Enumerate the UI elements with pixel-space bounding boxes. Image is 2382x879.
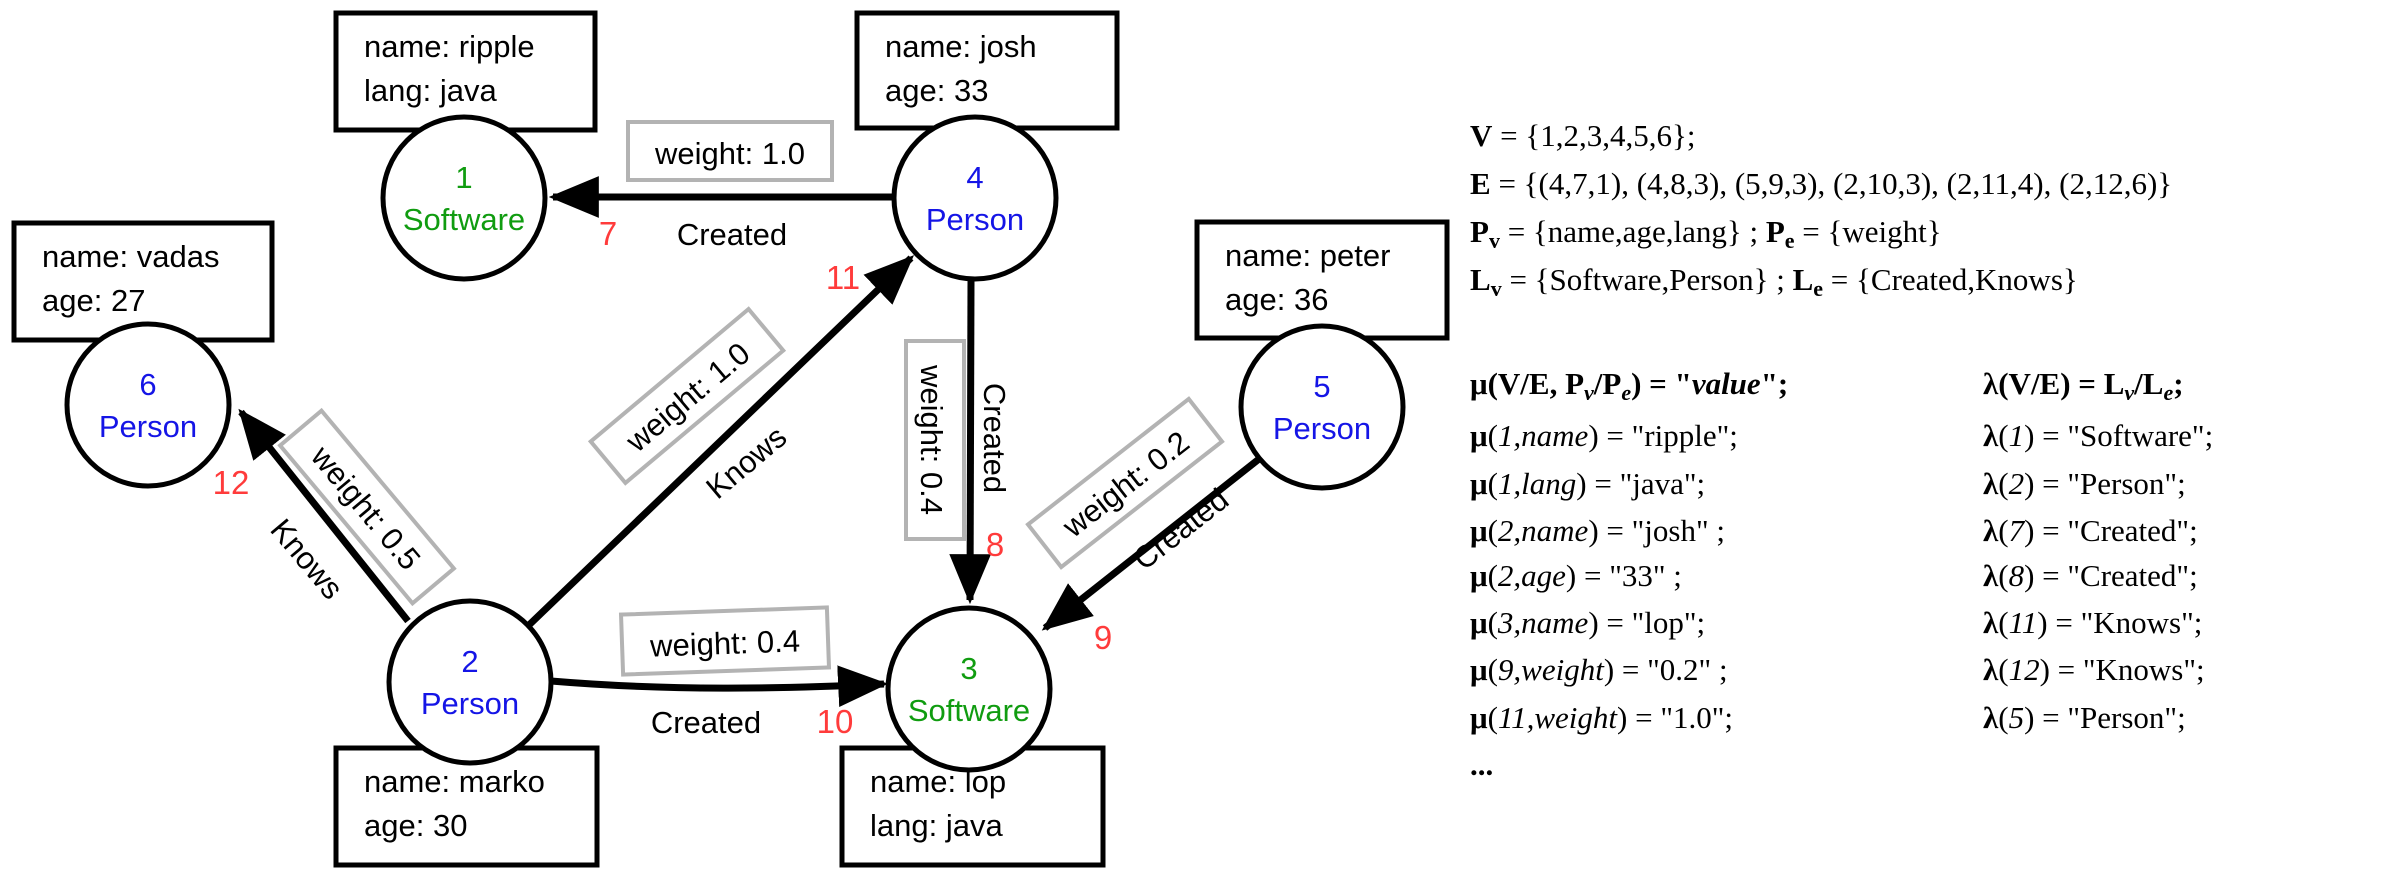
node-6-label: Person: [99, 409, 197, 444]
edge-7-weight: weight: 1.0: [654, 136, 805, 171]
set-line-p: Pv = {name,age,lang} ; Pe = {weight}: [1470, 214, 1942, 253]
lambda-row: λ(12) = "Knows";: [1983, 652, 2205, 687]
edge-11-id: 11: [826, 259, 860, 296]
node-2-id: 2: [461, 644, 478, 679]
weight-box-edge-11: [587, 306, 787, 486]
node-2-prop-name: name: marko: [364, 764, 545, 799]
edge-9-created-5-to-3: [1041, 456, 1262, 631]
lambda-row: λ(1) = "Software";: [1983, 418, 2214, 453]
node-6-prop-age: age: 27: [42, 283, 145, 318]
lambda-row: λ(5) = "Person";: [1983, 700, 2186, 735]
weight-box-edge-9: [1025, 396, 1225, 570]
node-5-prop-age: age: 36: [1225, 282, 1328, 317]
lambda-row: λ(7) = "Created";: [1983, 513, 2198, 548]
edge-9-id: 9: [1094, 619, 1112, 656]
edge-10-id: 10: [817, 703, 854, 740]
edge-8-created-4-to-3: [949, 280, 991, 605]
edge-7-label: Created: [677, 217, 787, 252]
edge-11-weight: weight: 1.0: [619, 336, 757, 460]
mu-ellipsis: ...: [1470, 747, 1494, 782]
mu-row: μ(2,name) = "josh" ;: [1470, 513, 1725, 548]
property-box-node-1: [333, 10, 598, 133]
node-4-prop-age: age: 33: [885, 73, 988, 108]
edge-7-id: 7: [599, 215, 617, 252]
node-3-circle: [885, 605, 1053, 773]
edge-10-created-2-to-3: [550, 665, 889, 708]
node-5-id: 5: [1313, 369, 1330, 404]
node-1-circle: [380, 114, 548, 282]
mu-header: μ(V/E, Pv/Pe) = "value";: [1470, 366, 1789, 405]
edge-8-weight: weight: 0.4: [914, 364, 949, 515]
mu-row: μ(9,weight) = "0.2" ;: [1470, 652, 1728, 687]
node-2-circle: [386, 598, 554, 766]
edge-12-label: Knows: [264, 512, 351, 606]
lambda-header: λ(V/E) = Lv/Le;: [1983, 366, 2184, 405]
node-1-id: 1: [455, 160, 472, 195]
property-box-node-2: [333, 745, 600, 868]
mu-row: μ(11,weight) = "1.0";: [1470, 700, 1734, 735]
lambda-row: λ(8) = "Created";: [1983, 558, 2198, 593]
node-1-prop-name: name: ripple: [364, 29, 535, 64]
edge-12-id: 12: [213, 464, 250, 501]
weight-box-edge-10: [618, 605, 832, 677]
set-line-l: Lv = {Software,Person} ; Le = {Created,K…: [1470, 262, 2078, 301]
node-3-prop-lang: lang: java: [870, 808, 1003, 843]
edge-12-knows-2-to-6: [238, 408, 411, 624]
edge-10-label: Created: [651, 705, 761, 740]
node-5-label: Person: [1273, 411, 1371, 446]
edge-8-id: 8: [986, 526, 1004, 563]
weight-box-edge-7: [626, 120, 834, 182]
node-3-prop-name: name: lop: [870, 764, 1006, 799]
edge-8-label: Created: [977, 383, 1012, 493]
node-1-prop-lang: lang: java: [364, 73, 497, 108]
node-3-id: 3: [960, 651, 977, 686]
lambda-row: λ(2) = "Person";: [1983, 466, 2186, 501]
weight-box-edge-8: [904, 339, 966, 541]
node-5-circle: [1238, 323, 1406, 491]
property-box-node-6: [11, 220, 275, 343]
node-2-prop-age: age: 30: [364, 808, 467, 843]
node-6-id: 6: [139, 367, 156, 402]
set-line-v: V = {1,2,3,4,5,6};: [1470, 118, 1696, 153]
node-5-prop-name: name: peter: [1225, 238, 1390, 273]
node-2-label: Person: [421, 686, 519, 721]
node-3-label: Software: [908, 693, 1030, 728]
mu-row: μ(1,lang) = "java";: [1470, 466, 1706, 501]
node-6-prop-name: name: vadas: [42, 239, 220, 274]
edge-11-label: Knows: [699, 419, 793, 506]
node-1-label: Software: [403, 202, 525, 237]
graph-diagram: name: ripple lang: java name: josh age: …: [11, 10, 1450, 868]
mu-row: μ(2,age) = "33" ;: [1470, 558, 1682, 593]
node-4-circle: [891, 114, 1059, 282]
edge-11-knows-2-to-4: [526, 255, 915, 628]
mu-row: μ(3,name) = "lop";: [1470, 605, 1706, 640]
mu-row: μ(1,name) = "ripple";: [1470, 418, 1738, 453]
node-4-prop-name: name: josh: [885, 29, 1037, 64]
node-4-label: Person: [926, 202, 1024, 237]
node-4-id: 4: [966, 160, 983, 195]
lambda-row: λ(11) = "Knows";: [1983, 605, 2203, 640]
edge-10-weight: weight: 0.4: [649, 623, 801, 663]
weight-box-edge-12: [277, 407, 457, 607]
node-6-circle: [64, 321, 232, 489]
set-line-e: E = {(4,7,1), (4,8,3), (5,9,3), (2,10,3)…: [1470, 166, 2173, 201]
